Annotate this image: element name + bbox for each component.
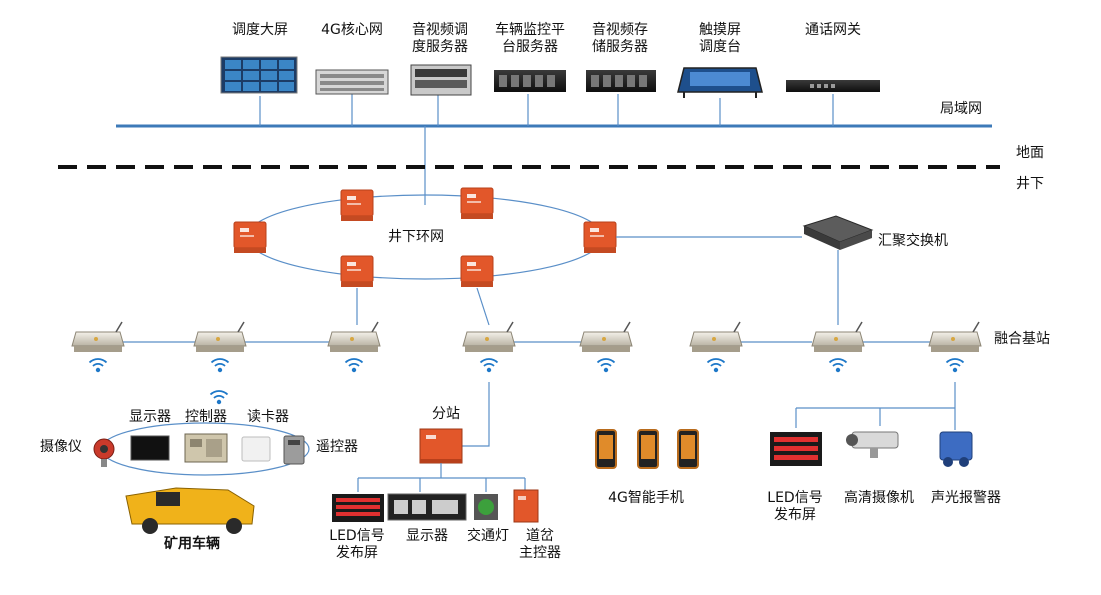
label-touch-console-1: 触摸屏 [699, 22, 741, 38]
vehicle-wifi-icon [209, 390, 229, 406]
base-station-4 [462, 321, 516, 374]
camera-icon [93, 438, 115, 467]
right-bus-lines [795, 382, 956, 430]
base-station-2 [193, 321, 247, 374]
display-wall-icon [220, 56, 298, 94]
label-switch-controller-1: 道岔 [526, 528, 554, 544]
controller-icon [184, 433, 228, 463]
label-vehicle-monitor-1: 车辆监控平 [495, 22, 565, 38]
vehicle-display-icon [130, 435, 170, 461]
base-station-3 [327, 321, 381, 374]
right-led-sign-icon [770, 432, 822, 466]
label-4g-core: 4G核心网 [321, 22, 383, 38]
lan-drop-lines [259, 94, 834, 205]
label-substation: 分站 [432, 406, 460, 422]
ring-node [460, 255, 494, 288]
hd-camera-icon [846, 431, 899, 458]
label-sub-display: 显示器 [406, 528, 448, 544]
smartphone-icon [677, 429, 699, 469]
label-aggregation-switch: 汇聚交换机 [878, 233, 948, 249]
mining-vehicle-icon [125, 487, 255, 534]
label-vehicle-display: 显示器 [129, 409, 171, 425]
label-right-led-2: 发布屏 [774, 507, 816, 523]
label-ground: 地面 [1016, 145, 1044, 161]
ring-node [460, 187, 494, 220]
label-dispatch-screen: 调度大屏 [232, 22, 288, 38]
label-traffic-light: 交通灯 [467, 528, 509, 544]
ring-node [340, 189, 374, 222]
label-remote: 遥控器 [316, 439, 358, 455]
base-station-7 [811, 321, 865, 374]
ring-node [583, 221, 617, 254]
label-controller: 控制器 [185, 409, 227, 425]
switch-controller-icon [513, 489, 539, 523]
label-av-storage-2: 储服务器 [592, 39, 648, 55]
label-gateway: 通话网关 [805, 22, 861, 38]
label-right-led-1: LED信号 [767, 490, 823, 506]
label-card-reader: 读卡器 [247, 409, 289, 425]
base-station-1 [71, 321, 125, 374]
gateway-icon [786, 80, 880, 92]
label-av-dispatch-1: 音视频调 [412, 22, 468, 38]
label-underground: 井下 [1016, 176, 1044, 192]
alarm-icon [939, 431, 973, 467]
substation-uplink-line [462, 382, 490, 447]
label-4g-phone: 4G智能手机 [608, 490, 684, 506]
substation-display-icon [387, 493, 467, 521]
label-touch-console-2: 调度台 [699, 39, 741, 55]
label-switch-controller-2: 主控器 [519, 545, 561, 561]
base-station-8 [928, 321, 982, 374]
server-rack-icon-vehicle-monitor [494, 70, 566, 92]
touch-console-icon [677, 67, 763, 98]
label-ring: 井下环网 [388, 229, 444, 245]
label-base-station: 融合基站 [994, 331, 1050, 347]
label-hd-camera: 高清摄像机 [844, 490, 914, 506]
label-vehicle-monitor-2: 台服务器 [502, 39, 558, 55]
server-rack-icon-core [315, 69, 389, 95]
label-mining-vehicle: 矿用车辆 [164, 536, 220, 552]
substation-led-sign-icon [332, 494, 384, 522]
label-sub-led-2: 发布屏 [336, 545, 378, 561]
card-reader-icon [241, 436, 271, 462]
remote-control-icon [283, 435, 305, 465]
substation-bus-lines [357, 463, 526, 492]
ring-node [233, 221, 267, 254]
base-station-6 [689, 321, 743, 374]
traffic-light-icon [474, 494, 498, 520]
label-camera: 摄像仪 [40, 439, 82, 455]
server-rack-icon-av-dispatch [410, 64, 472, 96]
smartphone-icon [595, 429, 617, 469]
server-rack-icon-av-storage [586, 70, 656, 92]
ring-node [340, 255, 374, 288]
label-av-storage-1: 音视频存 [592, 22, 648, 38]
smartphone-icon [637, 429, 659, 469]
label-av-dispatch-2: 度服务器 [412, 39, 468, 55]
substation-box-icon [419, 428, 463, 464]
aggregation-switch-icon [802, 215, 874, 250]
label-sub-led-1: LED信号 [329, 528, 385, 544]
label-lan: 局域网 [940, 101, 982, 117]
base-station-5 [579, 321, 633, 374]
label-alarm: 声光报警器 [931, 490, 1001, 506]
